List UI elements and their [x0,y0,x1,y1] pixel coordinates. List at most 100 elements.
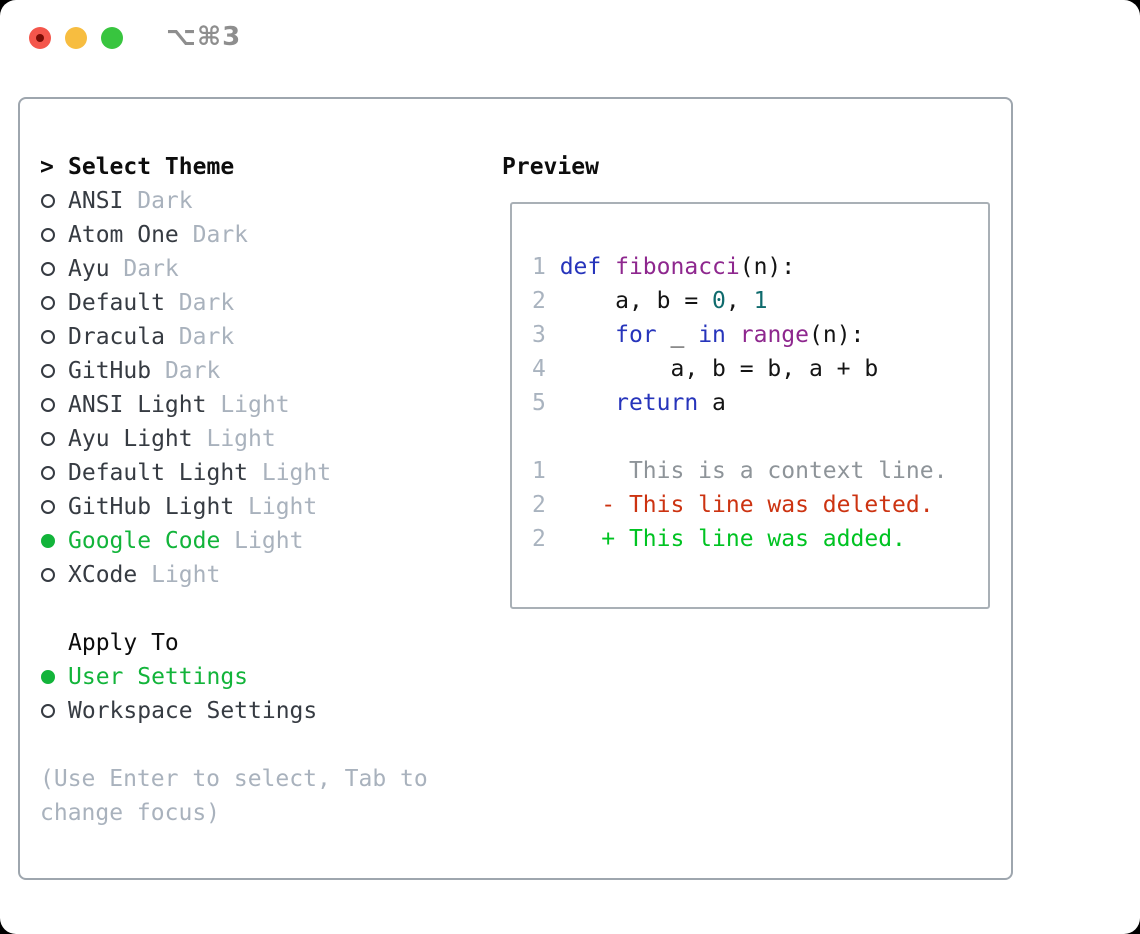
cursor-glyph: > [40,154,54,180]
radio-circle [41,194,55,208]
theme-option[interactable]: Default Light Light [40,456,480,490]
apply-option-label: User Settings [68,664,249,690]
radio-selected-icon [40,670,68,684]
code-token: a [698,390,726,416]
code-line: 5 return a [532,386,988,420]
code-token: (n): [739,254,796,280]
radio-circle [41,670,55,684]
theme-name: Dracula [68,324,165,350]
line-number: 4 [532,356,560,382]
radio-circle [41,330,55,344]
radio-icon [40,330,68,344]
code-token: return [615,390,699,416]
line-number: 2 [532,492,560,518]
code-line: 2 a, b = 0, 1 [532,284,988,318]
cursor-indicator: > [40,154,68,180]
code-line [532,420,988,454]
theme-option[interactable]: Dracula Dark [40,320,480,354]
spacer [40,728,480,762]
radio-circle [41,296,55,310]
radio-circle [41,262,55,276]
theme-name: GitHub Light [68,494,235,520]
preview-heading: Preview [502,154,599,180]
code-line: 2 + This line was added. [532,522,988,556]
apply-option[interactable]: User Settings [40,660,480,694]
zoom-button[interactable] [101,27,123,49]
code-token: fibonacci [615,254,740,280]
code-token: 0 [712,288,726,314]
theme-list-title: Select Theme [68,154,235,180]
line-number: 2 [532,288,560,314]
spacer [40,592,480,626]
code-token [726,322,740,348]
code-token: def [559,254,602,280]
code-token [601,254,615,280]
theme-name: Atom One [68,222,179,248]
code-token: in [698,322,726,348]
theme-option[interactable]: Atom One Dark [40,218,480,252]
theme-option[interactable]: ANSI Dark [40,184,480,218]
theme-option[interactable]: Ayu Dark [40,252,480,286]
keyboard-hint: change focus) [40,800,221,826]
theme-variant: Light [248,460,332,486]
radio-circle [41,466,55,480]
radio-icon [40,704,68,718]
code-token: + This line was added. [559,526,906,552]
window-title: ⌥⌘3 [166,22,242,52]
theme-option[interactable]: GitHub Dark [40,354,480,388]
theme-option[interactable]: Ayu Light Light [40,422,480,456]
theme-name: Default [68,290,165,316]
apply-to-header: Apply To [40,626,480,660]
theme-variant: Dark [109,256,179,282]
theme-option[interactable]: XCode Light [40,558,480,592]
code-token: a, b = [559,288,713,314]
theme-option[interactable]: GitHub Light Light [40,490,480,524]
radio-icon [40,398,68,412]
code-token: range [739,322,809,348]
code-token: , [725,288,754,314]
code-line: 2 - This line was deleted. [532,488,988,522]
close-button[interactable] [29,27,51,49]
theme-option[interactable]: ANSI Light Light [40,388,480,422]
radio-icon [40,466,68,480]
theme-name: Default Light [68,460,249,486]
line-number: 3 [532,322,560,348]
theme-option[interactable]: Google Code Light [40,524,480,558]
theme-variant: Dark [151,358,221,384]
code-token: for [615,322,657,348]
radio-circle [41,364,55,378]
code-line: 1 def fibonacci(n): [532,250,988,284]
theme-option[interactable]: Default Dark [40,286,480,320]
theme-variant: Light [192,426,276,452]
code-token [560,322,615,348]
code-line: 3 for _ in range(n): [532,318,988,352]
radio-circle [41,228,55,242]
theme-name: ANSI [68,188,124,214]
line-number: 1 [532,458,560,484]
apply-option[interactable]: Workspace Settings [40,694,480,728]
theme-variant: Dark [178,222,249,248]
radio-icon [40,194,68,208]
theme-list-header: > Select Theme [40,150,480,184]
theme-name: Google Code [68,528,221,554]
keyboard-hint: (Use Enter to select, Tab to [40,766,428,792]
line-number: 2 [532,526,560,552]
theme-name: ANSI Light [68,392,207,418]
code-token: (n): [809,322,865,348]
radio-icon [40,364,68,378]
radio-circle [41,568,55,582]
line-number: 1 [532,254,560,280]
code-line: 4 a, b = b, a + b [532,352,988,386]
line-number: 5 [532,390,560,416]
code-token: This is a context line. [559,458,948,484]
radio-circle [41,398,55,412]
minimize-button[interactable] [65,27,87,49]
radio-icon [40,262,68,276]
theme-variant: Dark [164,324,235,350]
code-line: 1 This is a context line. [532,454,988,488]
code-token [560,390,615,416]
